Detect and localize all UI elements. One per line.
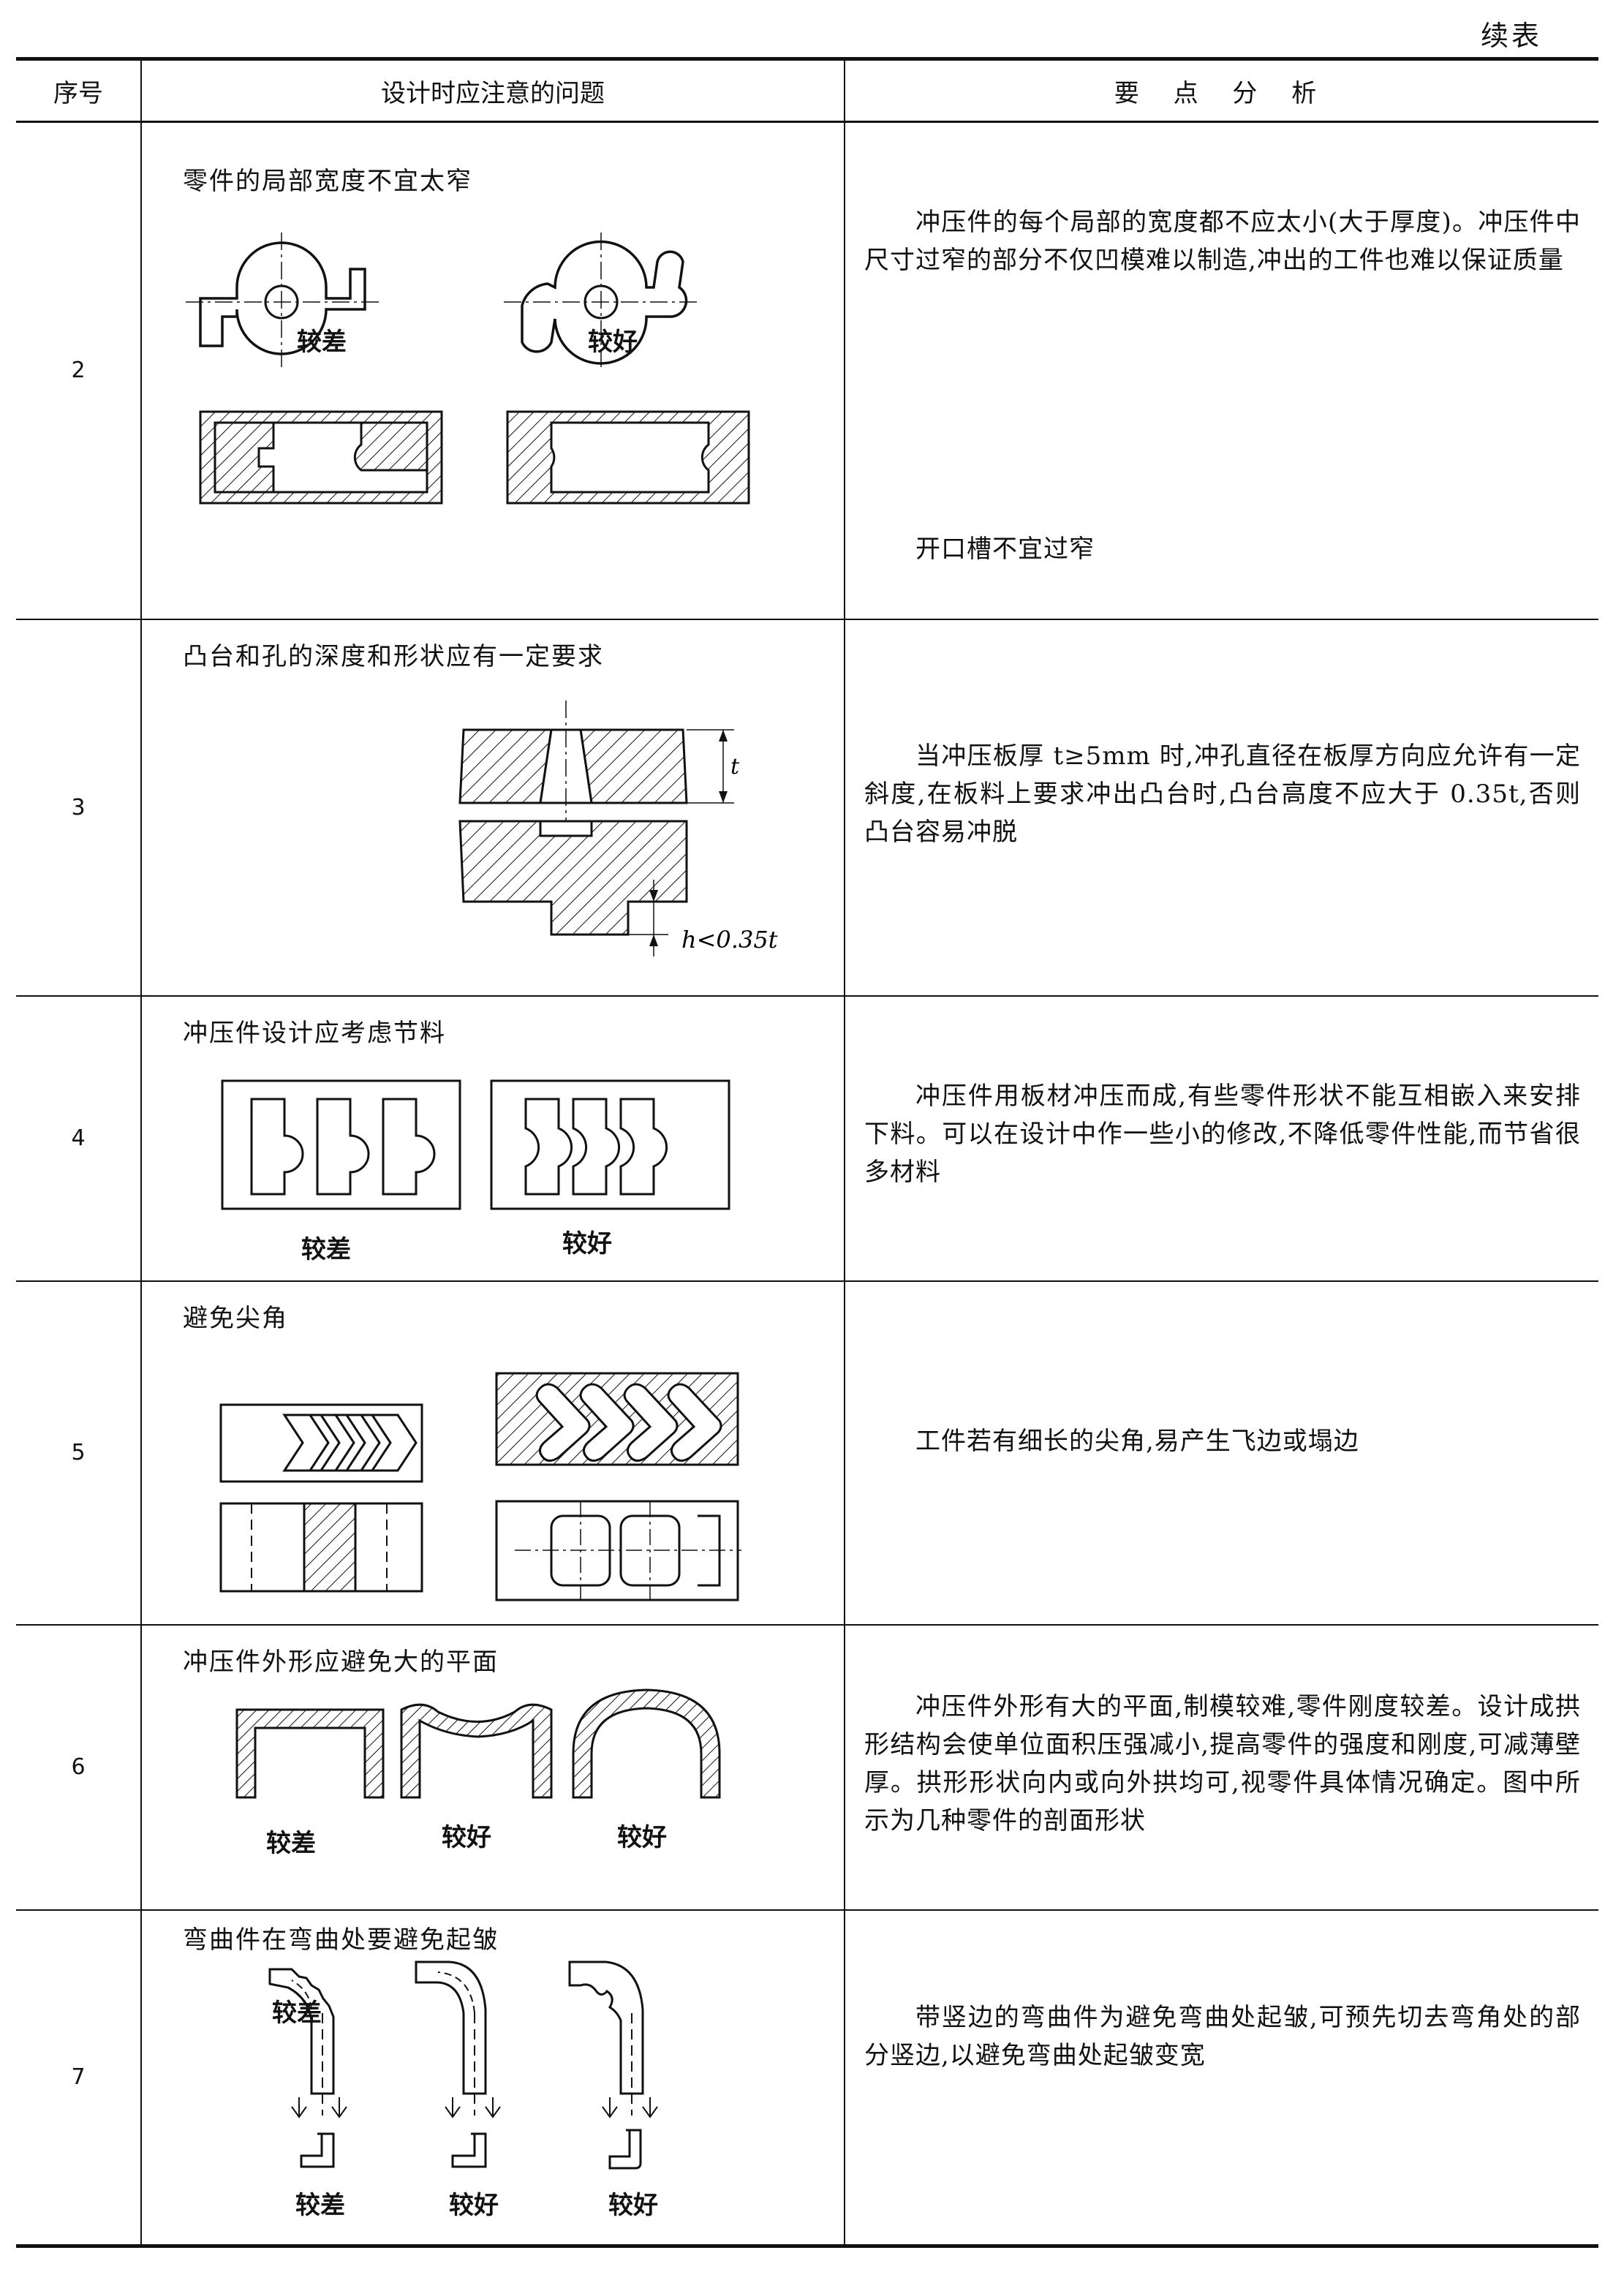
column-header-no: 序号 — [16, 57, 142, 123]
dimension-t: t — [730, 754, 740, 780]
boss-hole-figure: t h<0.35t — [458, 700, 778, 956]
issue-title: 弯曲件在弯曲处要避免起皱 — [183, 1925, 499, 1955]
issue-title: 凸台和孔的深度和形状应有一定要求 — [183, 641, 604, 671]
large-flat-surface-figure — [235, 1688, 721, 1798]
dimension-h: h<0.35t — [681, 926, 778, 954]
label-good: 较好 — [449, 2190, 499, 2220]
analysis-text: 工件若有细长的尖角,易产生飞边或塌边 — [915, 1426, 1359, 1456]
figure-cell: 凸台和孔的深度和形状应有一定要求 t — [141, 619, 845, 997]
design-guidelines-table: 序号 设计时应注意的问题 要 点 分 析 2 零件的局部宽度不宜太窄 — [16, 57, 1598, 2248]
row-number: 2 — [16, 121, 142, 620]
column-header-analysis-text: 要 点 分 析 — [1114, 78, 1330, 108]
bending-wrinkle-figure — [268, 1960, 658, 2169]
label-poor: 较差 — [297, 328, 347, 357]
row-number: 4 — [16, 995, 142, 1282]
figure-cell: 冲压件设计应考虑节料 较差 较好 — [141, 995, 845, 1282]
analysis-cell: 冲压件的每个局部的宽度都不应太小(大于厚度)。冲压件中尺寸过窄的部分不仅凹模难以… — [845, 121, 1598, 620]
analysis-text: 冲压件的每个局部的宽度都不应太小(大于厚度)。冲压件中尺寸过窄的部分不仅凹模难以… — [864, 208, 1581, 275]
label-good: 较好 — [562, 1229, 612, 1258]
issue-title: 冲压件外形应避免大的平面 — [183, 1647, 499, 1677]
row-number: 3 — [16, 619, 142, 997]
narrow-width-figure — [186, 233, 750, 505]
analysis-text: 当冲压板厚 t≥5mm 时,冲孔直径在板厚方向应允许有一定斜度,在板料上要求冲出… — [864, 741, 1581, 847]
figure-cell: 零件的局部宽度不宜太窄 — [141, 121, 845, 620]
column-header-issue: 设计时应注意的问题 — [141, 57, 845, 123]
analysis-cell: 当冲压板厚 t≥5mm 时,冲孔直径在板厚方向应允许有一定斜度,在板料上要求冲出… — [845, 619, 1598, 997]
row-number: 5 — [16, 1280, 142, 1626]
analysis-cell: 工件若有细长的尖角,易产生飞边或塌边 — [845, 1280, 1598, 1626]
issue-title: 零件的局部宽度不宜太窄 — [183, 167, 472, 196]
table-row: 7 弯曲件在弯曲处要避免起皱 — [16, 1909, 1598, 2248]
sharp-corner-figure — [219, 1372, 741, 1601]
table-row: 2 零件的局部宽度不宜太窄 — [16, 121, 1598, 620]
row-number: 7 — [16, 1909, 142, 2248]
figure-cell: 冲压件外形应避免大的平面 较差 较好 较好 — [141, 1624, 845, 1911]
label-good: 较好 — [617, 1822, 667, 1852]
issue-title: 冲压件设计应考虑节料 — [183, 1018, 446, 1048]
analysis-note: 开口槽不宜过窄 — [915, 535, 1095, 564]
table-row: 5 避免尖角 — [16, 1280, 1598, 1626]
continued-table-label: 续表 — [1480, 20, 1542, 52]
analysis-text: 带竖边的弯曲件为避免弯曲处起皱,可预先切去弯角处的部分竖边,以避免弯曲处起皱变宽 — [864, 2002, 1581, 2070]
row-number: 6 — [16, 1624, 142, 1911]
table-row: 3 凸台和孔的深度和形状应有一定要求 t — [16, 619, 1598, 997]
analysis-text: 冲压件用板材冲压而成,有些零件形状不能互相嵌入来安排下料。可以在设计中作一些小的… — [864, 1081, 1581, 1187]
table-row: 4 冲压件设计应考虑节料 较差 较好 冲压件用板材冲压而成,有些零件形状不能互相… — [16, 995, 1598, 1282]
column-header-analysis: 要 点 分 析 — [845, 57, 1598, 123]
label-poor: 较差 — [301, 1234, 351, 1264]
issue-title: 避免尖角 — [183, 1303, 288, 1333]
label-poor: 较差 — [272, 1998, 322, 2028]
table-row: 6 冲压件外形应避免大的平面 较差 较好 较好 冲压件外形有大的平面 — [16, 1624, 1598, 1911]
analysis-text: 冲压件外形有大的平面,制模较难,零件刚度较差。设计成拱形结构会使单位面积压强减小… — [864, 1691, 1581, 1835]
label-poor: 较差 — [266, 1828, 316, 1858]
figure-cell: 弯曲件在弯曲处要避免起皱 — [141, 1909, 845, 2248]
table-header-row: 序号 设计时应注意的问题 要 点 分 析 — [16, 57, 1598, 123]
analysis-cell: 冲压件用板材冲压而成,有些零件形状不能互相嵌入来安排下料。可以在设计中作一些小的… — [845, 995, 1598, 1282]
analysis-cell: 带竖边的弯曲件为避免弯曲处起皱,可预先切去弯角处的部分竖边,以避免弯曲处起皱变宽 — [845, 1909, 1598, 2248]
analysis-cell: 冲压件外形有大的平面,制模较难,零件刚度较差。设计成拱形结构会使单位面积压强减小… — [845, 1624, 1598, 1911]
label-good: 较好 — [608, 2190, 658, 2220]
label-good: 较好 — [588, 328, 638, 357]
label-good: 较好 — [442, 1822, 491, 1852]
label-poor: 较差 — [295, 2190, 345, 2220]
figure-cell: 避免尖角 — [141, 1280, 845, 1626]
material-saving-figure — [221, 1079, 730, 1209]
